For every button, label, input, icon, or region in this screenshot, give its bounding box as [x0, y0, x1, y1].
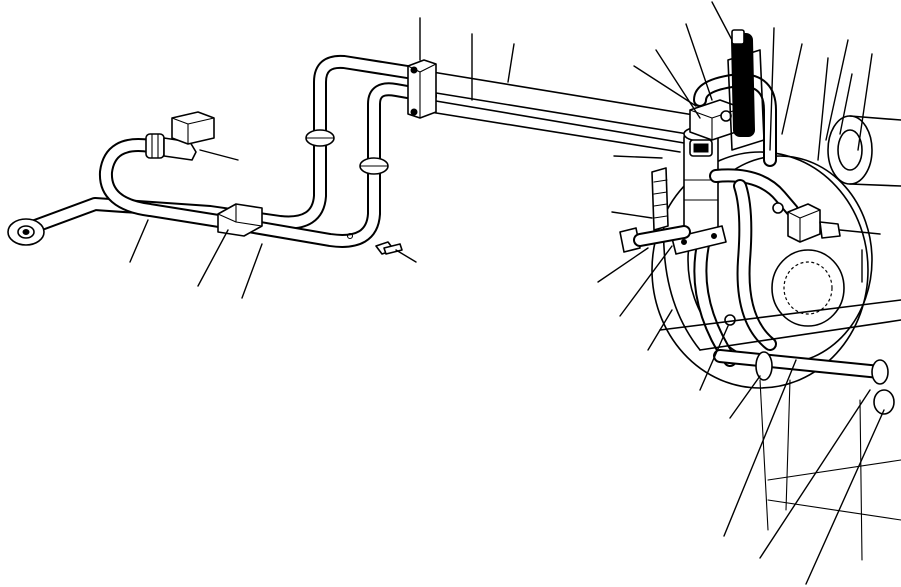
callout-leaders [129, 1, 885, 585]
canister-bracket [671, 225, 727, 255]
lower-frame [659, 299, 901, 561]
tube-clamp [217, 203, 263, 237]
pipe-band-2 [871, 359, 889, 385]
inlet-fitting [619, 225, 691, 253]
mounting-bolt [375, 241, 403, 255]
vertical-pipe [727, 29, 765, 151]
pipe-band-1 [755, 351, 773, 381]
dust-cap [171, 111, 215, 145]
grommet-2 [359, 157, 389, 175]
loop-tube [98, 82, 437, 248]
drain-fitting [724, 314, 736, 326]
tube-hole [346, 232, 354, 240]
rail-clamp [407, 59, 437, 119]
side-hose [709, 168, 799, 217]
flex-hose [651, 167, 669, 231]
main-tube-left [23, 54, 427, 235]
compressor-assembly [619, 29, 901, 389]
eye-fitting [7, 218, 45, 246]
left-tube-assembly [7, 54, 437, 255]
canister-cap [689, 139, 713, 157]
grommet-1 [305, 129, 335, 147]
frame-rail [407, 59, 701, 153]
pipe-band-3 [873, 389, 895, 415]
rear-flange [827, 115, 901, 187]
solenoid-valve [772, 202, 881, 243]
